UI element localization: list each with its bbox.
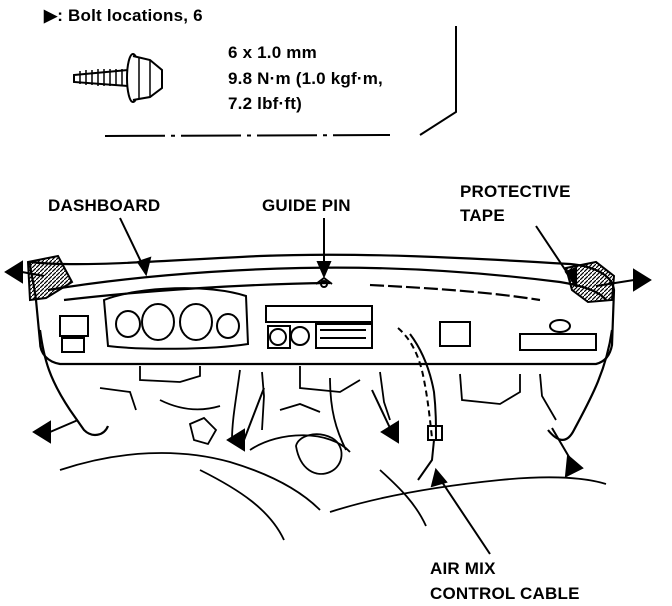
label-protective-tape: PROTECTIVE TAPE	[460, 182, 571, 225]
bolt-marker-left-bottom	[32, 419, 79, 444]
bolt-spec-torque-line1: 9.8 N·m (1.0 kgf·m,	[228, 69, 383, 88]
legend-title: ▶: Bolt locations, 6	[44, 6, 203, 25]
bolt-marker-right-bottom	[551, 427, 584, 478]
bolt-marker-center-left	[226, 387, 265, 452]
label-air-mix-control-cable: AIR MIX CONTROL CABLE	[430, 559, 580, 603]
label-guide-pin: GUIDE PIN	[262, 196, 351, 215]
protective-tape-left	[26, 254, 74, 302]
center-console	[265, 305, 597, 351]
label-dashboard: DASHBOARD	[48, 196, 161, 215]
bolt-spec-torque-line2: 7.2 lbf·ft)	[228, 94, 302, 113]
legend-border	[104, 26, 457, 137]
air-mix-control-cable	[397, 327, 443, 481]
protective-tape-right	[564, 260, 616, 304]
leader-lines	[119, 217, 577, 555]
bolt-icon	[73, 53, 163, 103]
bolt-marker-center-right	[371, 389, 399, 444]
under-dash-mechanics	[59, 366, 607, 541]
bolt-marker-right-top	[595, 268, 652, 292]
bolt-spec-size: 6 x 1.0 mm	[228, 43, 317, 62]
bolt-marker-left-top	[4, 260, 45, 284]
instrument-cluster	[59, 287, 250, 353]
